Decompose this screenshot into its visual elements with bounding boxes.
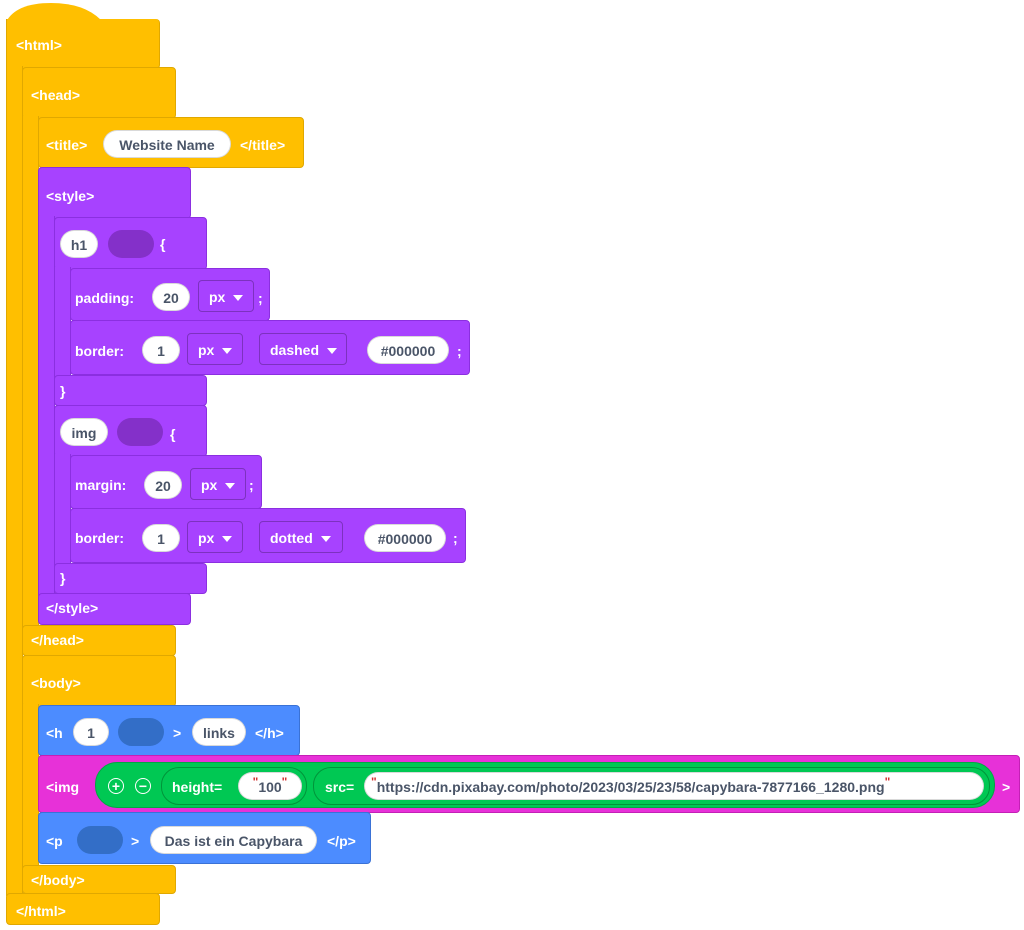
title-value-input[interactable]: Website Name <box>103 130 231 158</box>
html-hat-cap <box>6 3 101 23</box>
paragraph-open-tag: <p <box>46 833 63 849</box>
decl-border-style-dropdown[interactable]: dashed <box>259 333 347 365</box>
chevron-down-icon <box>320 536 331 543</box>
decl-border-unit-value: px <box>198 342 215 358</box>
decl-margin-unit-value: px <box>201 477 218 493</box>
style-spine <box>38 216 55 596</box>
decl-border-width-input[interactable]: 1 <box>142 336 180 364</box>
head-open-tag: <head> <box>31 87 81 103</box>
decl-border-block[interactable] <box>70 508 466 563</box>
paragraph-attr-slot[interactable] <box>77 826 123 854</box>
decl-border-property: border: <box>75 530 124 546</box>
heading-open-tag: <h <box>46 725 63 741</box>
decl-border-property: border: <box>75 343 124 359</box>
rule-h1-class-slot[interactable] <box>108 230 154 258</box>
title-open-tag: <title> <box>46 137 88 153</box>
body-close-block[interactable] <box>22 865 176 894</box>
decl-border-style-dropdown[interactable]: dotted <box>259 521 343 553</box>
decl-border-unit-value: px <box>198 530 215 546</box>
rule-img-close-block[interactable] <box>54 563 207 594</box>
decl-margin-unit-dropdown[interactable]: px <box>190 468 247 500</box>
attr-height-value: 100 <box>258 779 282 795</box>
decl-padding-property: padding: <box>75 290 135 306</box>
decl-border-style-value: dotted <box>270 530 313 546</box>
attr-src-name: src= <box>325 779 355 795</box>
decl-border-color-input[interactable]: #000000 <box>367 336 449 364</box>
chevron-down-icon <box>225 483 236 490</box>
decl-padding-value-input[interactable]: 20 <box>152 283 190 311</box>
style-open-block[interactable] <box>38 167 191 219</box>
attr-height-value-input[interactable]: "100" <box>238 772 302 800</box>
head-close-block[interactable] <box>22 625 176 656</box>
decl-padding-semicolon: ; <box>258 290 263 306</box>
heading-gt: > <box>173 725 182 741</box>
style-close-tag: </style> <box>46 600 99 616</box>
chevron-down-icon <box>327 348 338 355</box>
rule-img-selector-input[interactable]: img <box>60 418 108 446</box>
paragraph-text-input[interactable]: Das ist ein Capybara <box>150 826 317 854</box>
close-quote: " <box>281 775 288 789</box>
decl-padding-unit-dropdown[interactable]: px <box>198 280 255 312</box>
decl-border-unit-dropdown[interactable]: px <box>187 333 244 365</box>
rule-img-spine <box>54 454 71 566</box>
style-open-tag: <style> <box>46 188 95 204</box>
add-attribute-icon[interactable]: + <box>108 778 124 794</box>
rule-h1-close-block[interactable] <box>54 375 207 406</box>
decl-margin-property: margin: <box>75 477 127 493</box>
body-open-block[interactable] <box>22 655 176 707</box>
decl-padding-unit-value: px <box>209 289 226 305</box>
decl-border-color-input[interactable]: #000000 <box>364 524 446 552</box>
open-quote: " <box>371 775 377 789</box>
body-close-tag: </body> <box>31 872 85 888</box>
attr-src-value-input[interactable]: "https://cdn.pixabay.com/photo/2023/03/2… <box>364 772 984 800</box>
title-close-tag: </title> <box>240 137 286 153</box>
rule-img-open-brace: { <box>170 426 176 442</box>
rule-h1-spine <box>54 267 71 378</box>
html-open-tag: <html> <box>16 37 62 53</box>
img-open-tag: <img <box>46 779 80 795</box>
body-open-tag: <body> <box>31 675 81 691</box>
rule-h1-close-brace: } <box>60 383 66 399</box>
paragraph-gt: > <box>131 833 140 849</box>
remove-attribute-icon[interactable]: − <box>135 778 151 794</box>
decl-border-unit-dropdown[interactable]: px <box>187 521 244 553</box>
decl-margin-semicolon: ; <box>249 477 254 493</box>
open-quote: " <box>252 775 259 789</box>
rule-h1-open-brace: { <box>160 236 166 252</box>
rule-img-close-brace: } <box>60 570 66 586</box>
heading-attr-slot[interactable] <box>118 718 164 746</box>
chevron-down-icon <box>222 536 233 543</box>
decl-border-style-value: dashed <box>270 342 320 358</box>
head-spine <box>22 116 39 628</box>
close-quote: " <box>884 775 891 789</box>
heading-text-input[interactable]: links <box>192 718 246 746</box>
head-close-tag: </head> <box>31 632 84 648</box>
decl-border-width-input[interactable]: 1 <box>142 524 180 552</box>
chevron-down-icon <box>222 348 233 355</box>
decl-margin-value-input[interactable]: 20 <box>144 471 182 499</box>
rule-h1-selector-input[interactable]: h1 <box>60 230 98 258</box>
img-gt: > <box>1002 779 1011 795</box>
attr-src-value: https://cdn.pixabay.com/photo/2023/03/25… <box>376 779 885 795</box>
heading-close-tag: </h> <box>255 725 284 741</box>
html-close-tag: </html> <box>16 903 66 919</box>
rule-img-class-slot[interactable] <box>117 418 163 446</box>
decl-border-semicolon: ; <box>457 343 462 359</box>
attr-height-name: height= <box>172 779 223 795</box>
heading-level-input[interactable]: 1 <box>73 718 109 746</box>
body-spine <box>22 704 39 868</box>
decl-border-semicolon: ; <box>453 530 458 546</box>
paragraph-close-tag: </p> <box>327 833 356 849</box>
chevron-down-icon <box>233 295 244 302</box>
head-open-block[interactable] <box>22 67 176 119</box>
html-spine <box>6 66 23 896</box>
